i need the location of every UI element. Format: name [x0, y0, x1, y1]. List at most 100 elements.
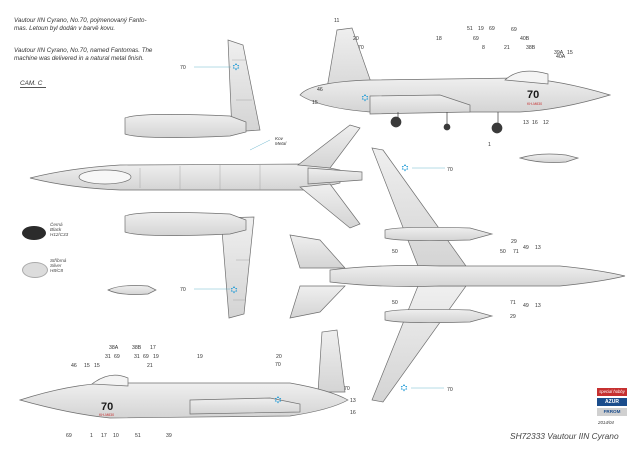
callout-number: 38B	[526, 45, 536, 51]
callout-number: 46	[71, 363, 77, 369]
side-view-upper-roundel	[361, 94, 369, 102]
underside-wing-upper	[371, 147, 467, 267]
callout-number: 69	[114, 354, 120, 360]
callout-number: 15	[312, 100, 318, 106]
callout-number: 19	[197, 354, 203, 360]
top-view-drop-tank	[107, 285, 157, 295]
callout-number: 69	[511, 27, 517, 33]
callout-number: 12	[543, 120, 549, 126]
callout-number: 50	[392, 300, 398, 306]
callout-number: 70	[180, 65, 186, 71]
callout-number: 21	[504, 45, 510, 51]
star-of-david-roundel	[400, 384, 408, 392]
callout-number: 50	[500, 249, 506, 255]
callout-number: 15	[84, 363, 90, 369]
star-of-david-roundel	[361, 94, 369, 102]
aircraft-serial-lower: KH-M830	[99, 413, 114, 417]
callout-number: 70	[447, 387, 453, 393]
callout-number: 70	[447, 167, 453, 173]
callout-number: 13	[350, 398, 356, 404]
caption-czech-line2: mas. Letoun byl dodán v barvě kovu.	[14, 24, 116, 32]
callout-number: 46	[317, 87, 323, 93]
side-view-lower-fuselage	[18, 382, 349, 419]
callout-number: 8	[482, 45, 485, 51]
callout-number: 39	[166, 433, 172, 439]
underside-leaders	[411, 167, 445, 389]
star-of-david-roundel	[401, 164, 409, 172]
star-of-david-roundel	[230, 286, 238, 294]
side-view-lower-aircraft	[18, 329, 349, 419]
swatch-black-name-cz: Černá	[50, 222, 63, 227]
sheet-code-small: 2014/04	[598, 420, 614, 425]
callout-number: 13	[535, 303, 541, 309]
callout-number: 71	[513, 249, 519, 255]
product-code-footer: SH72333 Vautour IIN Cyrano	[510, 431, 619, 441]
caption-english-line1: Vautour IIN Cyrano, No.70, named Fantoma…	[14, 47, 153, 54]
side-view-lower-canopy	[91, 374, 129, 387]
callout-number: 16	[532, 120, 538, 126]
underside-wing-lower	[371, 285, 467, 403]
callout-number: 13	[523, 120, 529, 126]
callout-number: 69	[143, 354, 149, 360]
kov-label: Kov Metal	[275, 136, 286, 146]
top-view-tail-center	[307, 167, 363, 185]
swatch-silver-code: H8/C8	[50, 268, 64, 274]
callout-number: 70	[344, 386, 350, 392]
callout-number: 21	[147, 363, 153, 369]
callout-number: 15	[567, 50, 573, 56]
underside-tail-upper	[289, 234, 346, 269]
top-view-canopy	[78, 169, 132, 185]
swatch-silver-name-en: Silver	[50, 263, 62, 269]
callout-number: 20	[276, 354, 282, 360]
callout-number: 40A	[556, 54, 566, 60]
azur-logo: AZUR	[597, 398, 627, 406]
caption-english-line2: machine was delivered in a natural metal…	[14, 54, 145, 62]
swatch-black	[22, 226, 46, 240]
special-hobby-logo: special hobby	[597, 388, 627, 396]
callout-number: 69	[473, 36, 479, 42]
underside-roundels	[400, 164, 409, 392]
side-view-upper-canopy	[504, 70, 549, 85]
callout-number: 19	[478, 26, 484, 32]
callout-number: 51	[135, 433, 141, 439]
underside-drop-tank	[518, 153, 580, 163]
underside-fuselage	[329, 265, 626, 287]
kov-label-line1: Kov	[275, 136, 283, 141]
callout-number: 71	[510, 300, 516, 306]
top-view-roundels	[230, 63, 240, 294]
callout-number: 16	[350, 410, 356, 416]
top-view-leaders	[194, 66, 271, 290]
callout-number: 19	[153, 354, 159, 360]
callout-number: 29	[510, 314, 516, 320]
caption-czech-line1: Vautour IIN Cyrano, No.70, pojmenovaný F…	[14, 17, 147, 24]
callout-number: 1	[90, 433, 93, 439]
callout-number: 50	[392, 249, 398, 255]
callout-number: 51	[467, 26, 473, 32]
underside-nacelle-upper	[384, 226, 494, 242]
callout-number: 40B	[520, 36, 530, 42]
callout-number: 1	[488, 142, 491, 148]
aircraft-number-lower: 70	[101, 401, 113, 413]
callout-number: 70	[180, 287, 186, 293]
side-view-lower-fin	[317, 329, 346, 393]
callout-number: 49	[523, 303, 529, 309]
callout-number: 31	[134, 354, 140, 360]
callout-number: 70	[275, 362, 281, 368]
swatch-black-name-en: Black	[50, 227, 62, 233]
side-view-upper-nacelle	[369, 94, 471, 115]
side-view-lower-roundel	[274, 396, 282, 404]
callout-number: 29	[511, 239, 517, 245]
callout-number: 10	[113, 433, 119, 439]
callout-number: 49	[523, 245, 529, 251]
callout-number: 11	[334, 18, 339, 24]
callout-number: 38B	[132, 345, 142, 351]
callout-number: 38A	[109, 345, 119, 351]
swatch-silver	[22, 262, 48, 278]
caption-english: Vautour IIN Cyrano, No.70, named Fantoma…	[14, 47, 152, 62]
aircraft-number-upper: 70	[527, 89, 539, 101]
callout-number: 69	[66, 433, 72, 439]
top-view-aircraft	[29, 39, 363, 319]
callout-number: 17	[150, 345, 156, 351]
callout-number: 15	[94, 363, 100, 369]
